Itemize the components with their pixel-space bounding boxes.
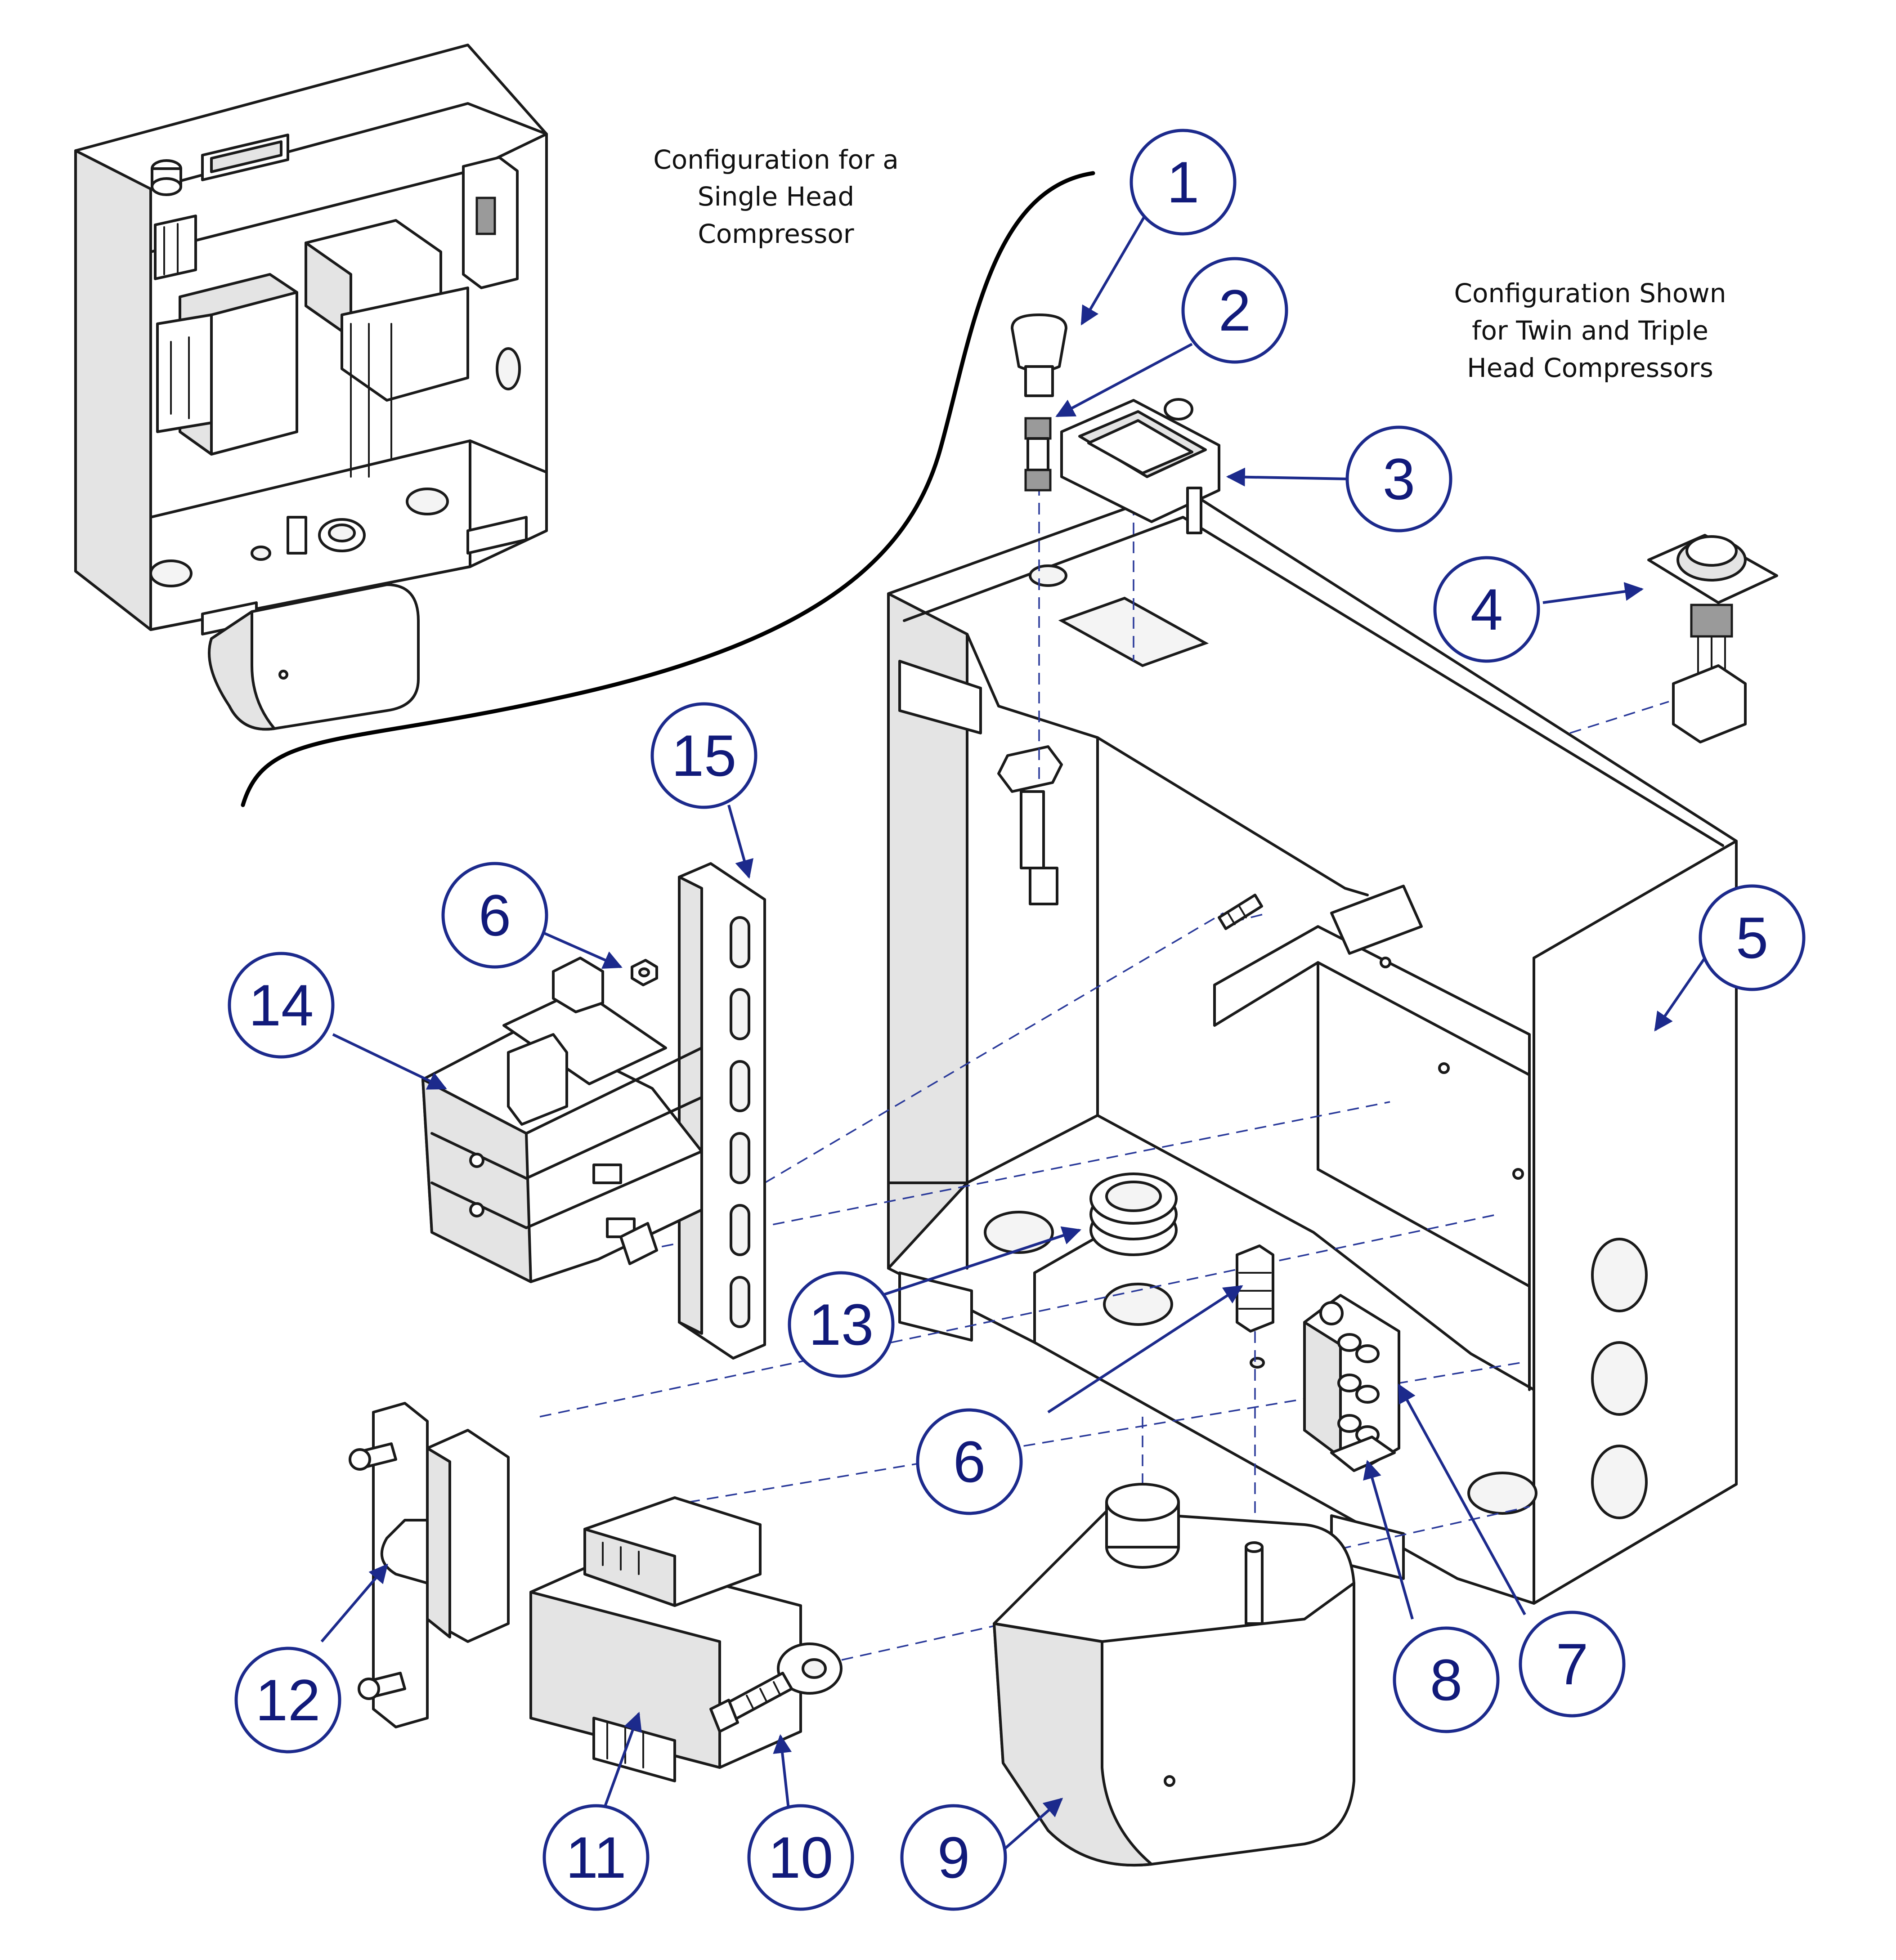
part-14-contactor <box>421 957 703 1283</box>
callout-2-label: 2 <box>1219 277 1251 343</box>
callout-8: 8 <box>1393 1626 1500 1733</box>
callout-8-label: 8 <box>1430 1647 1462 1713</box>
divider-curve <box>241 171 1095 807</box>
callout-6-lower: 6 <box>916 1408 1023 1515</box>
callout-2: 2 <box>1181 257 1288 364</box>
threaded-stud <box>1218 894 1263 930</box>
callout-15-label: 15 <box>672 723 737 788</box>
callout-4: 4 <box>1433 556 1540 663</box>
note-single-head-line-3: Compressor <box>698 219 854 249</box>
callout-11: 11 <box>542 1804 650 1911</box>
callout-14-label: 14 <box>249 972 314 1038</box>
part-15-din-rail <box>678 862 766 1360</box>
callout-12-label: 12 <box>255 1667 321 1733</box>
callout-12: 12 <box>234 1647 341 1754</box>
callout-5: 5 <box>1699 884 1806 991</box>
callout-1: 1 <box>1130 129 1237 236</box>
part-2-fuse <box>1024 417 1052 492</box>
callout-5-label: 5 <box>1736 905 1768 971</box>
callout-1-label: 1 <box>1167 149 1199 215</box>
fuse-holder <box>997 745 1063 905</box>
callout-11-label: 11 <box>566 1825 627 1890</box>
callout-6-lower-label: 6 <box>953 1429 986 1495</box>
callout-10-label: 10 <box>768 1825 834 1890</box>
note-single-head-line-1: Configuration for a <box>653 144 899 175</box>
note-twin-triple-line-3: Head Compressors <box>1467 353 1713 383</box>
part-8-marker-strip <box>1330 1436 1396 1472</box>
part-3-rocker-switch <box>1060 398 1220 534</box>
part-6-standoff-lower <box>1236 1244 1274 1333</box>
note-twin-triple-line-1: Configuration Shown <box>1454 278 1726 309</box>
single-head-enclosure-inset <box>74 44 548 731</box>
part-4-receptacle <box>1647 534 1778 743</box>
callout-9-label: 9 <box>937 1825 970 1890</box>
callout-7: 7 <box>1519 1611 1626 1718</box>
main-enclosure <box>887 487 1738 1605</box>
callout-13: 13 <box>788 1271 895 1378</box>
callout-10: 10 <box>747 1804 854 1911</box>
note-twin-triple-line-2: for Twin and Triple <box>1472 315 1708 346</box>
callout-7-label: 7 <box>1556 1631 1588 1697</box>
callout-14: 14 <box>228 952 335 1059</box>
callout-15: 15 <box>650 702 758 809</box>
part-13-bushing <box>1089 1172 1178 1256</box>
note-single-head-line-2: Single Head <box>698 181 854 212</box>
part-6-nut-upper <box>631 959 658 986</box>
part-9-housing <box>993 1483 1355 1867</box>
note-twin-triple: Configuration Shown for Twin and Triple … <box>1454 278 1726 383</box>
callout-3-label: 3 <box>1383 446 1415 512</box>
callout-9: 9 <box>900 1804 1007 1911</box>
callout-6-upper: 6 <box>441 862 548 969</box>
part-12-toggle-switch <box>349 1402 510 1728</box>
note-single-head: Configuration for a Single Head Compress… <box>653 144 899 249</box>
part-11-transformer <box>529 1496 843 1782</box>
part-10-screw <box>709 1672 793 1733</box>
part-7-terminal-block <box>1303 1294 1400 1468</box>
callout-4-label: 4 <box>1470 577 1503 642</box>
callout-13-label: 13 <box>809 1292 874 1357</box>
callout-3: 3 <box>1345 425 1452 533</box>
part-1-knob <box>1011 313 1067 397</box>
callout-6-upper-label: 6 <box>479 882 511 948</box>
